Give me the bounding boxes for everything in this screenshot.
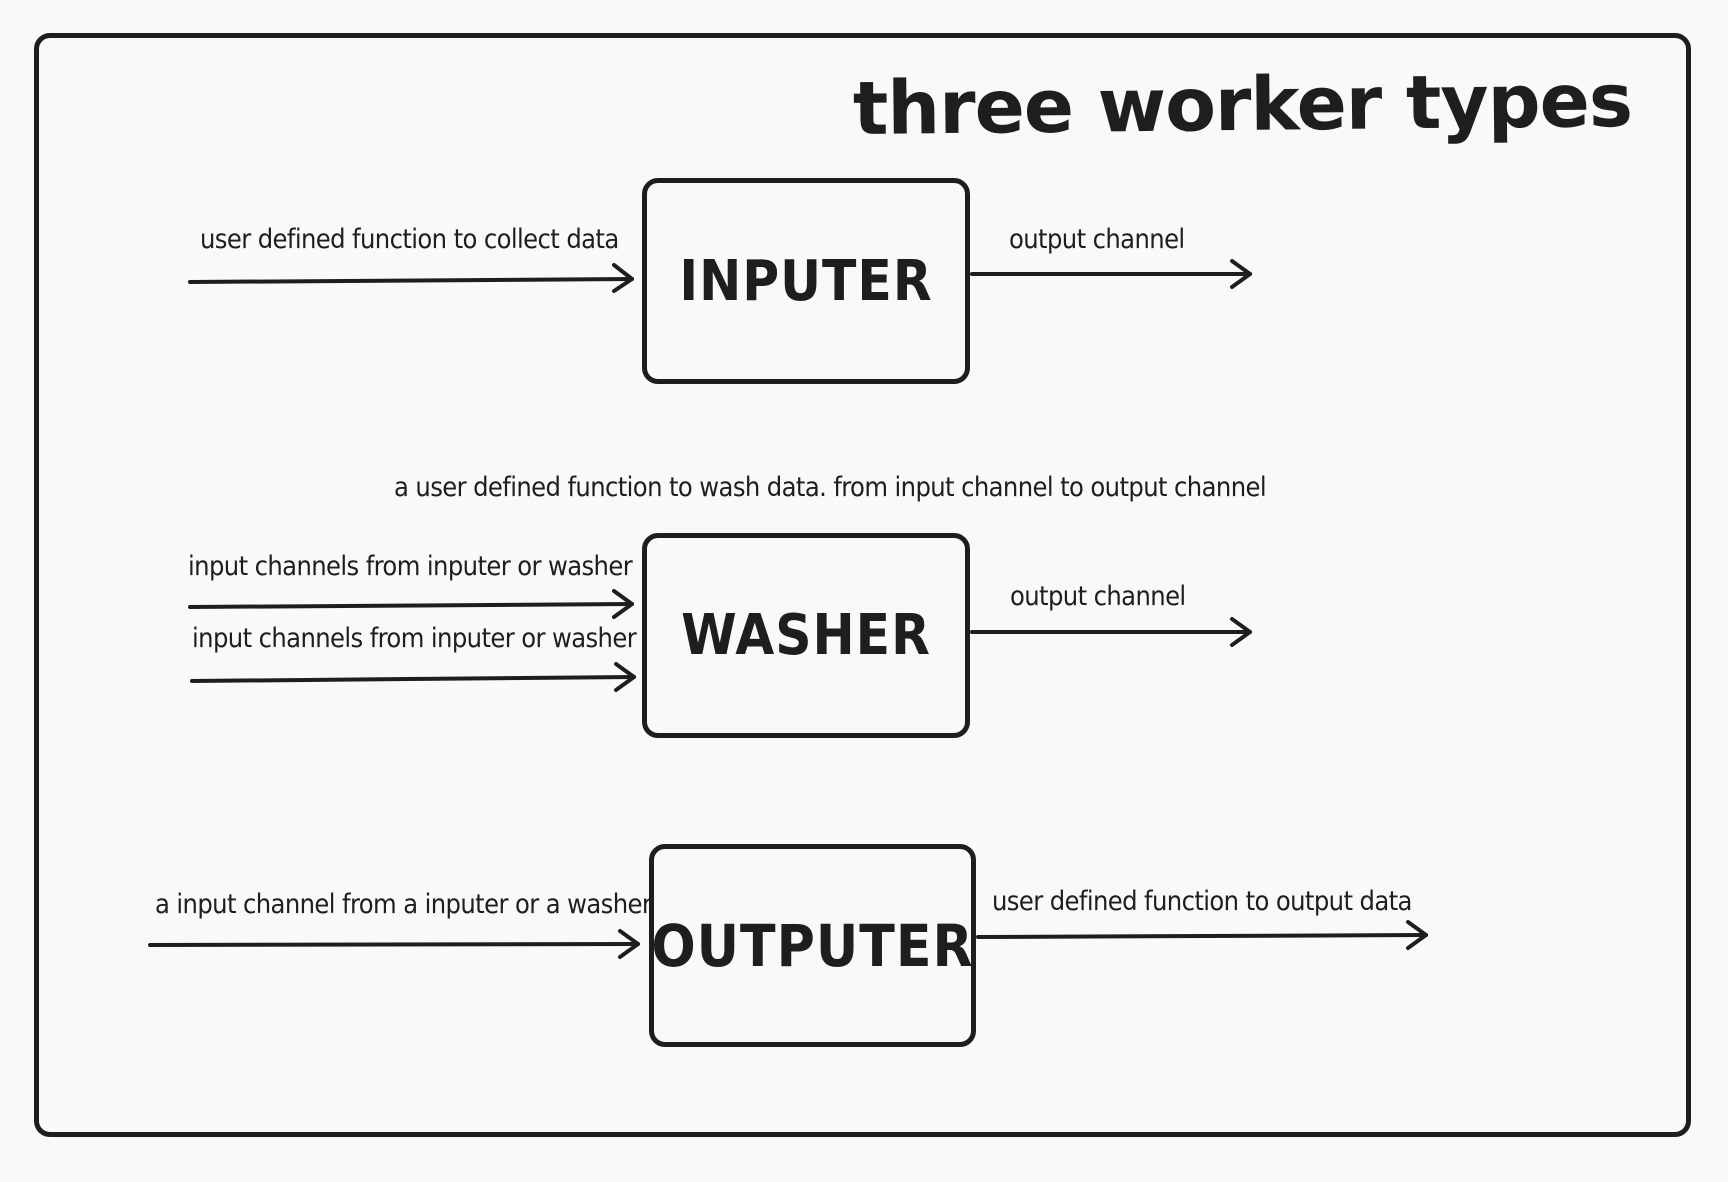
inputer-input-label: user defined function to collect data — [200, 224, 619, 255]
washer-input-arrow-2 — [190, 662, 636, 692]
washer-output-label: output channel — [1010, 581, 1186, 612]
outputer-input-arrow — [148, 929, 640, 959]
inputer-input-arrow — [188, 263, 634, 293]
washer-description-label: a user defined function to wash data. fr… — [394, 472, 1267, 503]
outputer-output-arrow — [976, 920, 1428, 950]
washer-box: WASHER — [642, 533, 970, 738]
outputer-output-label: user defined function to output data — [992, 886, 1412, 917]
inputer-output-label: output channel — [1009, 224, 1185, 255]
inputer-output-arrow — [970, 259, 1252, 289]
washer-input-arrow-1 — [188, 589, 634, 619]
outputer-box-label: OUTPUTER — [651, 911, 974, 980]
outputer-input-label: a input channel from a inputer or a wash… — [155, 889, 652, 920]
washer-box-label: WASHER — [681, 603, 931, 668]
inputer-box-label: INPUTER — [679, 248, 933, 314]
washer-input-label-1: input channels from inputer or washer — [188, 551, 633, 582]
washer-input-label-2: input channels from inputer or washer — [192, 623, 637, 654]
inputer-box: INPUTER — [642, 178, 970, 384]
outer-frame — [34, 33, 1691, 1137]
outputer-box: OUTPUTER — [649, 844, 976, 1047]
washer-output-arrow — [970, 617, 1252, 647]
